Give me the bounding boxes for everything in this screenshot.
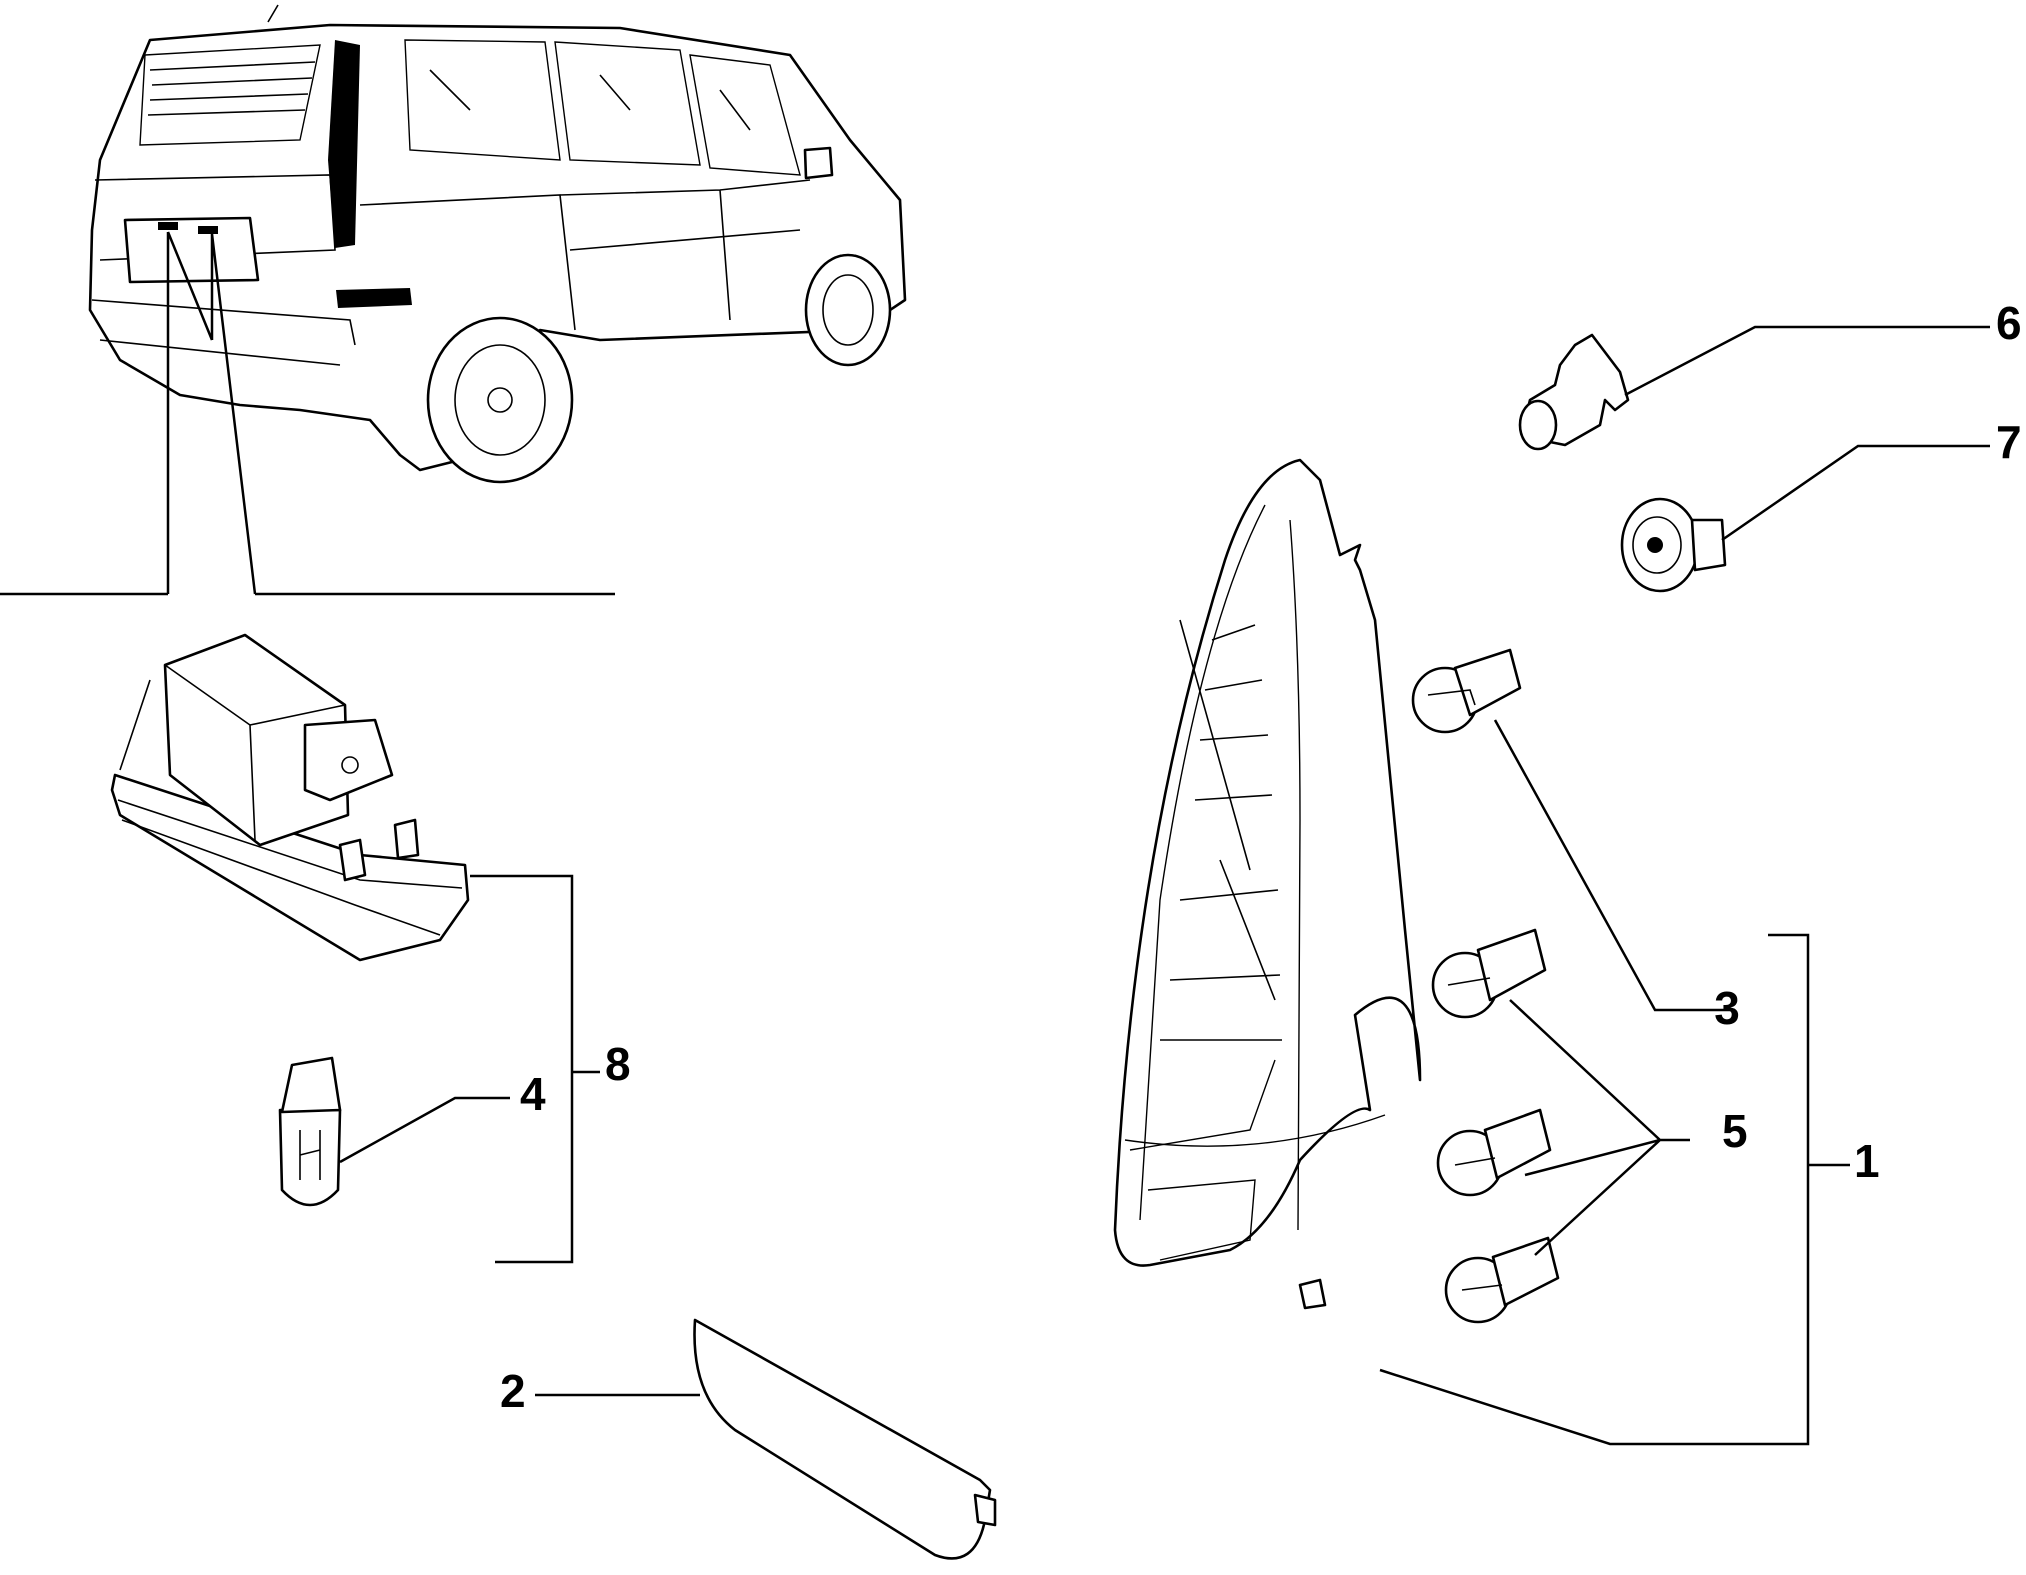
vehicle-illustration [88,4,907,484]
bulb-upper [1411,648,1522,734]
callout-6: 6 [1996,297,2022,349]
rear-lamp-assembly [1113,458,1422,1310]
number-plate-lamp [110,633,470,962]
callout-1: 1 [1854,1135,1880,1187]
callout-8: 8 [605,1038,631,1090]
callout-labels: 6 7 3 5 1 8 4 2 [500,297,2022,1417]
vehicle-leader-lines [0,231,615,596]
bulb-5c [1444,1236,1560,1324]
callout-3: 3 [1714,982,1740,1034]
callout-5: 5 [1722,1105,1748,1157]
bulb-5b [1436,1108,1552,1197]
bulb-holder [1518,333,1630,451]
callout-7: 7 [1996,416,2022,468]
callout-2: 2 [500,1365,526,1417]
callout-4: 4 [520,1068,546,1120]
bulb-5a [1431,928,1547,1019]
reflector-lens [693,1318,997,1560]
grommet [1620,497,1727,593]
wedge-bulb [278,1056,342,1207]
leader-lines [339,325,1990,1446]
